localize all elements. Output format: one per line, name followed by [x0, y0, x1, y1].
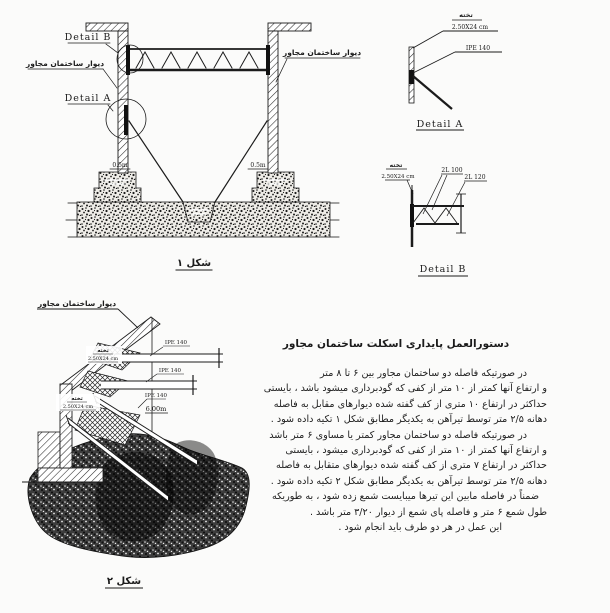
- instructions-line: طول شمع ۶ متر و فاصله پای شمع از دیوار ۳…: [309, 506, 547, 518]
- fig2-leaders: [37, 308, 190, 589]
- instructions-line: در صورتیکه فاصله دو ساختمان مجاور بین ۶ …: [320, 368, 527, 379]
- instructions-line: دهانه ۲/۵ متر توسط تیرآهن به یکدیگر مطاب…: [270, 414, 547, 426]
- detail-a-brace: [412, 75, 453, 110]
- fig2-beam2: [101, 375, 197, 395]
- fig1-truss-endplate-left: [126, 45, 130, 75]
- detail-b-plank-size: 2.50X24 cm: [381, 174, 415, 180]
- fig1-left-wall: [117, 30, 129, 174]
- figure1-section: Detail B دیوار ساختمان مجاور Detail A دی…: [25, 22, 361, 271]
- fig2-caption: شکل ۲: [107, 576, 141, 587]
- fig1-left-footing: [93, 171, 142, 203]
- instructions-line: و ارتفاع آنها کمتر از ۱۰ متر از کفی که گ…: [285, 445, 547, 457]
- fig1-wall-label-right: دیوار ساختمان مجاور: [282, 48, 361, 57]
- detail-b-web: [412, 207, 458, 224]
- detail-b-plank-label: تخته: [390, 162, 403, 169]
- fig1-right-footing: [251, 171, 300, 203]
- fig2-shore-label: IPE 140: [145, 393, 168, 399]
- detail-b-leaders: [385, 168, 487, 277]
- fig2-plank1-label: تخته: [97, 348, 109, 354]
- detail-b-plate: [410, 204, 414, 227]
- instructions-line: در صورتیکه فاصله دو ساختمان مجاور کمتر ی…: [269, 429, 527, 441]
- fig2-dim-label: 6.00m: [146, 405, 167, 413]
- detail-a-section: تخته 2.50X24 cm IPE 140 Detail A: [408, 11, 502, 131]
- detail-a-plate: [409, 70, 414, 84]
- detail-a-plank-size: 2.50X24 cm: [452, 24, 489, 31]
- fig2-mound-shadow2: [165, 440, 219, 515]
- fig1-wall-label-left: دیوار ساختمان مجاور: [25, 59, 104, 68]
- fig1-caption: شکل ۱: [177, 258, 211, 269]
- fig1-dim-left: 0.5m: [112, 162, 128, 169]
- fig1-truss-endplate-right: [266, 45, 270, 75]
- fig1-detail-a-label: Detail A: [65, 93, 112, 104]
- fig1-truss: [126, 45, 270, 75]
- fig2-plank-underlines: [60, 353, 118, 411]
- detail-a-leaders: [412, 19, 502, 131]
- fig1-right-brace: [214, 120, 268, 203]
- detail-b-marker-circle: [116, 44, 144, 74]
- detail-b-section: تخته 2.50X24 cm 2L 100 2L 120 Detail B: [381, 162, 487, 277]
- detail-a-marker-circle: [105, 98, 147, 140]
- fig1-left-brace: [128, 120, 184, 203]
- instructions-line: و ارتفاع آنها کمتر از ۱۰ متر از کفی که گ…: [263, 383, 547, 395]
- figure2-section: دیوار ساختمان مجاور IPE 140 IPE 140 IPE …: [22, 299, 250, 589]
- fig2-wall-label: دیوار ساختمان مجاور: [37, 299, 116, 308]
- fig1-level-marks: [105, 179, 287, 215]
- instructions-line: ضمناً در فاصله مابین این تیرها میبایست ش…: [271, 491, 539, 503]
- fig2-plank1-bg: [86, 346, 122, 364]
- fig2-plank1-size: 2.50X24 cm: [88, 356, 118, 362]
- fig2-plank2-label: تخته: [71, 396, 83, 402]
- fig2-mound-shadow1: [95, 452, 174, 542]
- detail-a-caption: Detail A: [417, 119, 464, 130]
- detail-b-caption: Detail B: [420, 264, 467, 275]
- fig2-beam1: [115, 348, 223, 368]
- instructions-line: حداکثر در ارتفاع ۱۰ متری از کف گفته شده …: [273, 398, 547, 410]
- fig2-footing-step: [37, 431, 61, 469]
- instructions-line: این عمل در هر دو طرف باید انجام شود .: [338, 522, 502, 534]
- fig1-right-wall-cap: [267, 22, 312, 32]
- instructions-block: دستورالعمل پایداری اسکلت ساختمان مجاور د…: [245, 338, 547, 535]
- instructions-title: دستورالعمل پایداری اسکلت ساختمان مجاور: [282, 338, 510, 350]
- fig2-plank2-size: 2.50X24 cm: [63, 404, 93, 410]
- instructions-line: دهانه ۲/۵ متر توسط تیرآهن به یکدیگر مطاب…: [270, 475, 547, 487]
- fig1-left-wall-cap: [85, 22, 129, 32]
- instructions-line: حداکثر در ارتفاع ۷ متری از کف گفته شده د…: [276, 460, 547, 472]
- fig2-beam1-label: IPE 140: [165, 340, 188, 346]
- detail-a-beam-label: IPE 140: [466, 45, 490, 52]
- fig1-wall-plate: [124, 105, 128, 135]
- fig2-shore2: [65, 414, 169, 502]
- fig1-ground-lines: [65, 202, 340, 238]
- fig1-leaders: [27, 42, 361, 271]
- fig1-center-pad: [182, 201, 216, 223]
- detail-b-member1-label: 2L 100: [441, 167, 462, 174]
- fig2-plank2-bg: [56, 394, 100, 411]
- detail-b-member2-label: 2L 120: [464, 174, 485, 181]
- fig2-beam2-label: IPE 140: [159, 368, 182, 374]
- fig1-right-wall: [267, 30, 279, 174]
- fig2-footing-base: [37, 467, 104, 483]
- fig1-dim-right: 0.5m: [250, 162, 266, 169]
- fig1-detail-b-label: Detail B: [65, 32, 112, 43]
- detail-a-plank-label: تخته: [459, 11, 473, 19]
